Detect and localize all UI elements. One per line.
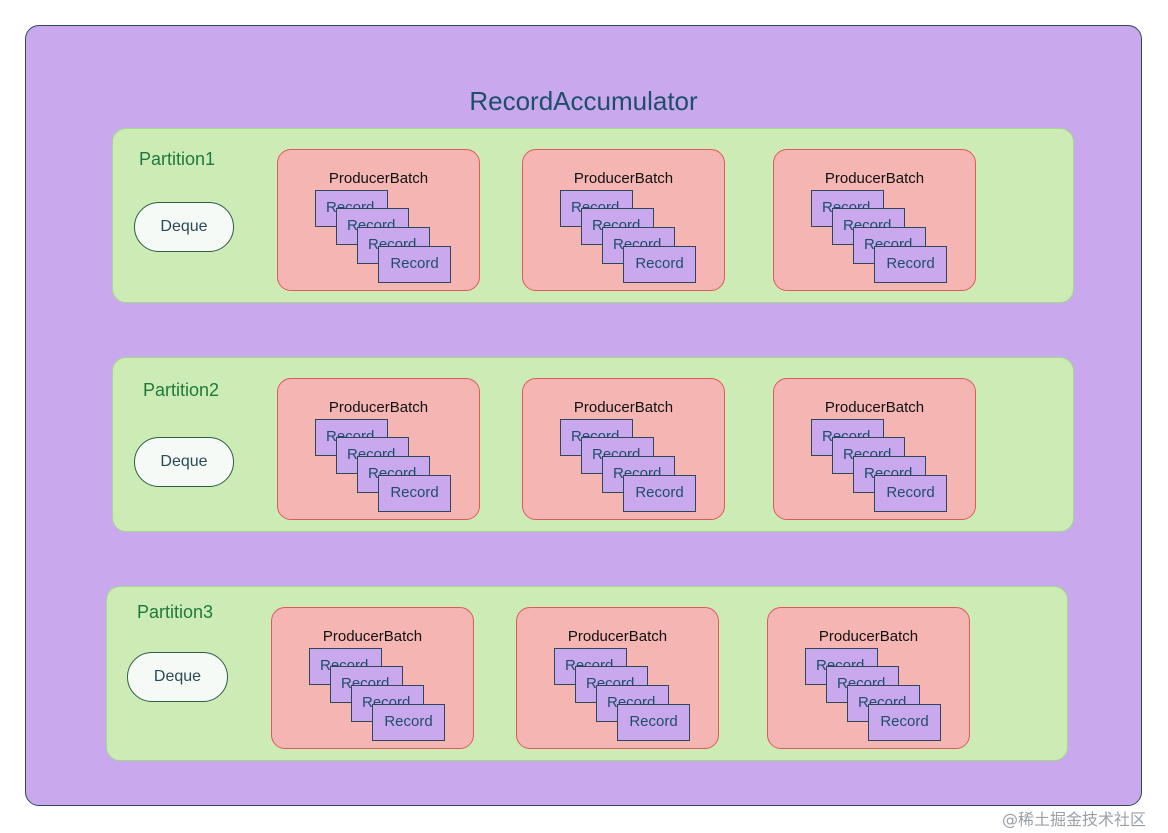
deque-node: Deque [134, 202, 234, 252]
record-box: Record [623, 246, 696, 283]
partition-label: Partition3 [137, 602, 214, 622]
producer-batch: ProducerBatch Record Record Record Recor… [271, 607, 474, 749]
record-accumulator-container: RecordAccumulator Partition1 Deque Produ… [25, 25, 1142, 806]
producer-batch-label: ProducerBatch [567, 628, 668, 645]
partition-2: Partition2 Deque ProducerBatch Record Re… [112, 357, 1074, 532]
producer-batch: ProducerBatch Record Record Record Recor… [773, 149, 976, 291]
watermark: @稀土掘金技术社区 [1002, 810, 1147, 829]
producer-batch-label: ProducerBatch [824, 170, 925, 187]
producer-batch-label: ProducerBatch [573, 170, 674, 187]
producer-batch-label: ProducerBatch [322, 628, 423, 645]
producer-batch-label: ProducerBatch [818, 628, 919, 645]
producer-batch: ProducerBatch Record Record Record Recor… [516, 607, 719, 749]
record-box: Record [874, 475, 947, 512]
producer-batch: ProducerBatch Record Record Record Recor… [522, 378, 725, 520]
deque-node: Deque [134, 437, 234, 487]
deque-node: Deque [127, 652, 228, 702]
partition-1: Partition1 Deque ProducerBatch Record Re… [112, 128, 1074, 303]
record-box: Record [372, 704, 445, 741]
record-box: Record [868, 704, 941, 741]
record-box: Record [378, 475, 451, 512]
producer-batch-label: ProducerBatch [573, 399, 674, 416]
record-box: Record [874, 246, 947, 283]
producer-batch-label: ProducerBatch [328, 399, 429, 416]
producer-batch-label: ProducerBatch [824, 399, 925, 416]
record-box: Record [617, 704, 690, 741]
producer-batch: ProducerBatch Record Record Record Recor… [773, 378, 976, 520]
producer-batch: ProducerBatch Record Record Record Recor… [767, 607, 970, 749]
record-box: Record [623, 475, 696, 512]
record-box: Record [378, 246, 451, 283]
diagram-title: RecordAccumulator [469, 86, 698, 116]
partition-3: Partition3 Deque ProducerBatch Record Re… [106, 586, 1068, 761]
producer-batch-label: ProducerBatch [328, 170, 429, 187]
producer-batch: ProducerBatch Record Record Record Recor… [522, 149, 725, 291]
partition-label: Partition1 [139, 149, 216, 169]
partition-label: Partition2 [143, 380, 220, 400]
producer-batch: ProducerBatch Record Record Record Recor… [277, 378, 480, 520]
producer-batch: ProducerBatch Record Record Record Recor… [277, 149, 480, 291]
